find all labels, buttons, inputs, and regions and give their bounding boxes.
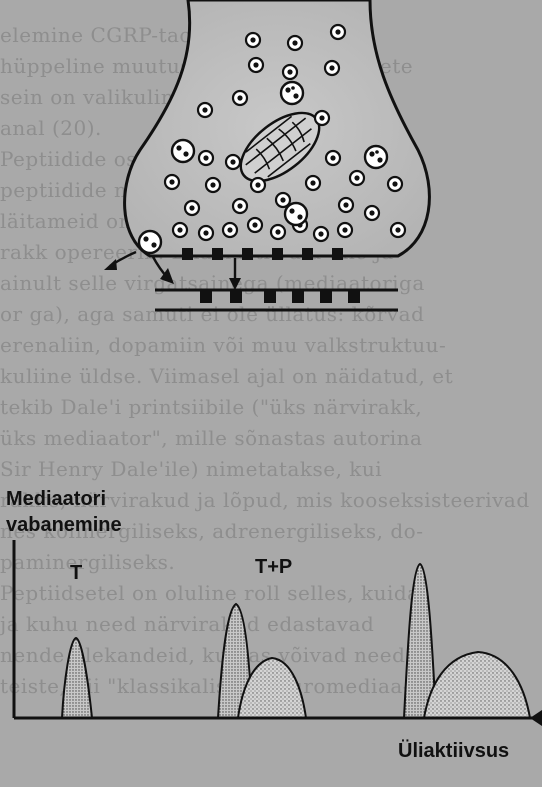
peak-T	[62, 638, 92, 718]
y-axis-label-line2: vabanemine	[6, 514, 122, 537]
peak-P-slow	[424, 652, 530, 718]
peak-label-T: T	[70, 562, 82, 585]
peak-label-TP: T+P	[255, 556, 292, 579]
y-axis-label-line1: Mediaatori	[6, 488, 106, 511]
x-axis-arrowhead	[530, 710, 542, 726]
arrowheads	[104, 259, 241, 290]
postsynaptic-membrane	[155, 290, 398, 310]
x-axis-label: Üliaktiivsus	[398, 740, 509, 763]
receptor-blocks	[200, 290, 360, 303]
